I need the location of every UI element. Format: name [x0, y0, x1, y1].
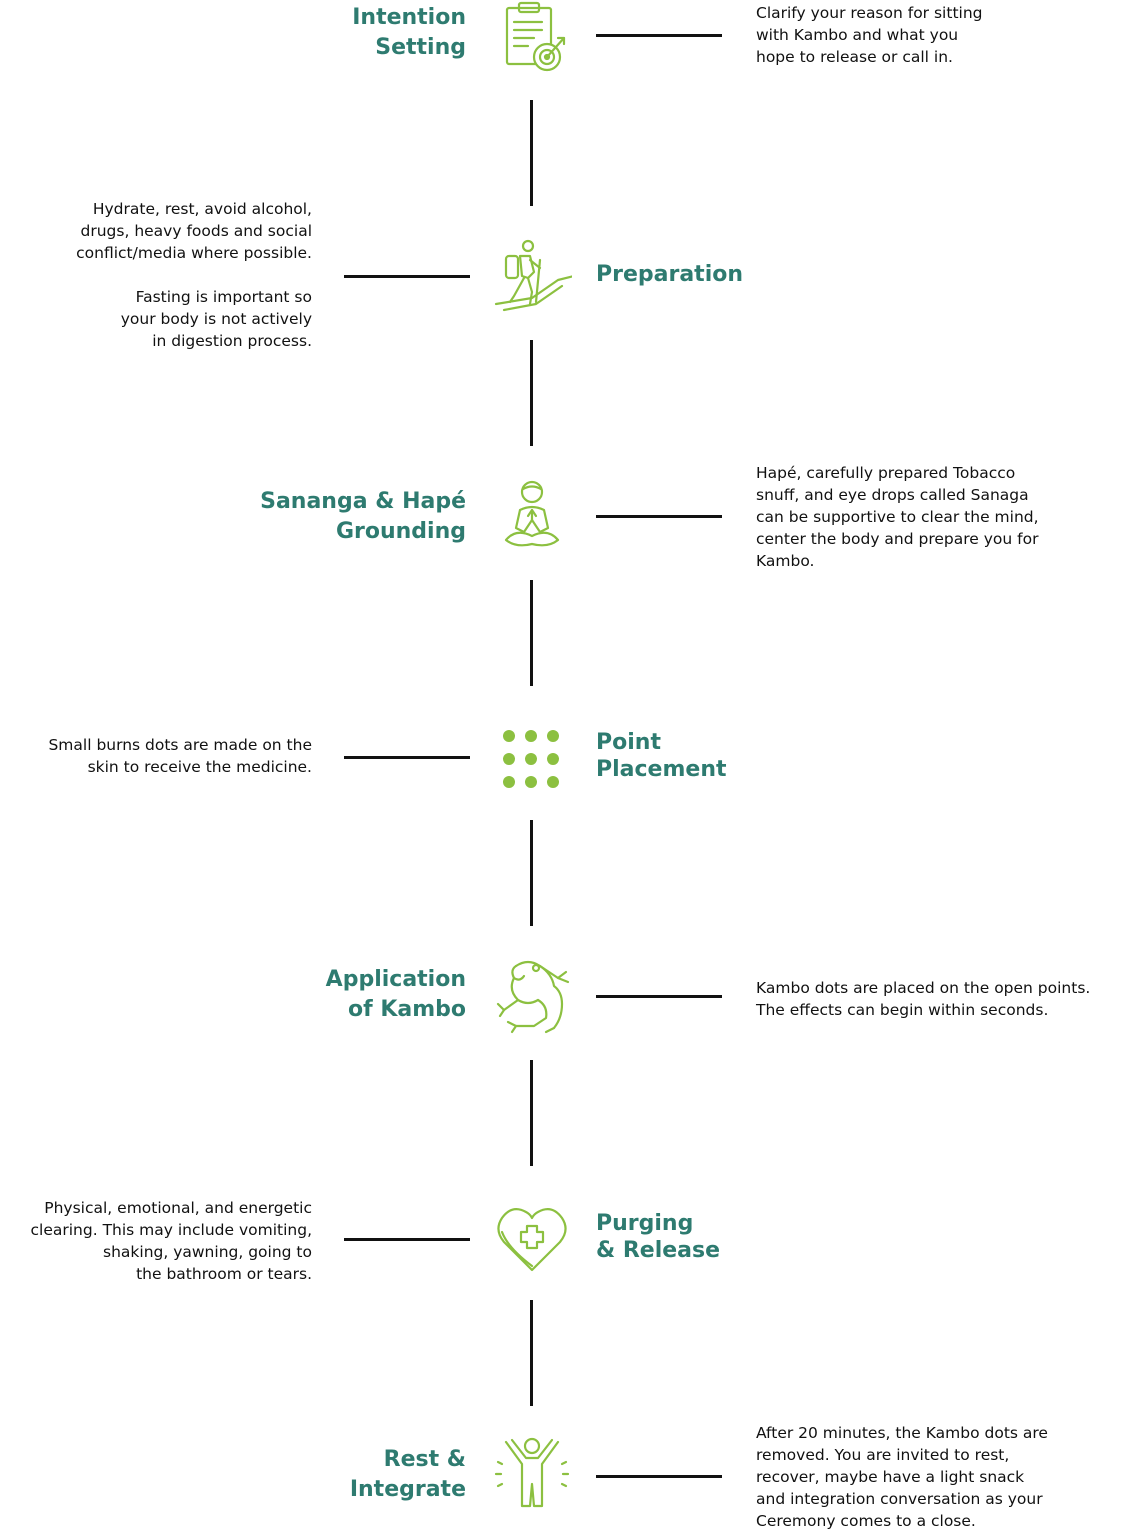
connector-line: [596, 995, 722, 998]
step-title-purging-release: Purging & Release: [596, 1211, 721, 1263]
step-title-sananga-hape: Sananga & Hapé Grounding: [260, 489, 466, 544]
connector-line: [344, 275, 470, 278]
step-title-point-placement: Point Placement: [596, 730, 727, 782]
step-title-preparation: Preparation: [596, 262, 744, 287]
step-description-intention-setting: Clarify your reason for sitting with Kam…: [756, 4, 983, 66]
connector-line: [596, 34, 722, 37]
timeline-line: [530, 1300, 533, 1406]
dot-grid-icon: [492, 719, 572, 799]
step-title-intention-setting: Intention Setting: [352, 5, 466, 60]
step-title-rest-integrate: Rest & Integrate: [349, 1447, 466, 1502]
step-description-sananga-hape: Hapé, carefully prepared Tobacco snuff, …: [756, 464, 1039, 570]
timeline-line: [530, 1060, 533, 1166]
step-description-purging-release: Physical, emotional, and energetic clear…: [30, 1199, 312, 1283]
step-title-application-of-kambo: Application of Kambo: [325, 967, 466, 1022]
step-description-preparation: Hydrate, rest, avoid alcohol, drugs, hea…: [76, 200, 312, 350]
timeline-line: [530, 580, 533, 686]
meditation-icon: [492, 476, 572, 556]
frog-icon: [492, 956, 572, 1036]
connector-line: [344, 756, 470, 759]
timeline-line: [530, 340, 533, 446]
hiker-icon: [492, 236, 572, 316]
connector-line: [596, 1475, 722, 1478]
timeline-line: [530, 820, 533, 926]
heart-cross-icon: [492, 1198, 572, 1278]
clipboard-target-icon: [492, 0, 572, 80]
timeline-line: [530, 100, 533, 206]
connector-line: [344, 1238, 470, 1241]
step-description-application-of-kambo: Kambo dots are placed on the open points…: [756, 979, 1091, 1019]
step-description-point-placement: Small burns dots are made on the skin to…: [48, 736, 312, 776]
connector-line: [596, 515, 722, 518]
step-description-rest-integrate: After 20 minutes, the Kambo dots are rem…: [756, 1424, 1048, 1530]
person-arms-up-icon: [492, 1434, 572, 1514]
